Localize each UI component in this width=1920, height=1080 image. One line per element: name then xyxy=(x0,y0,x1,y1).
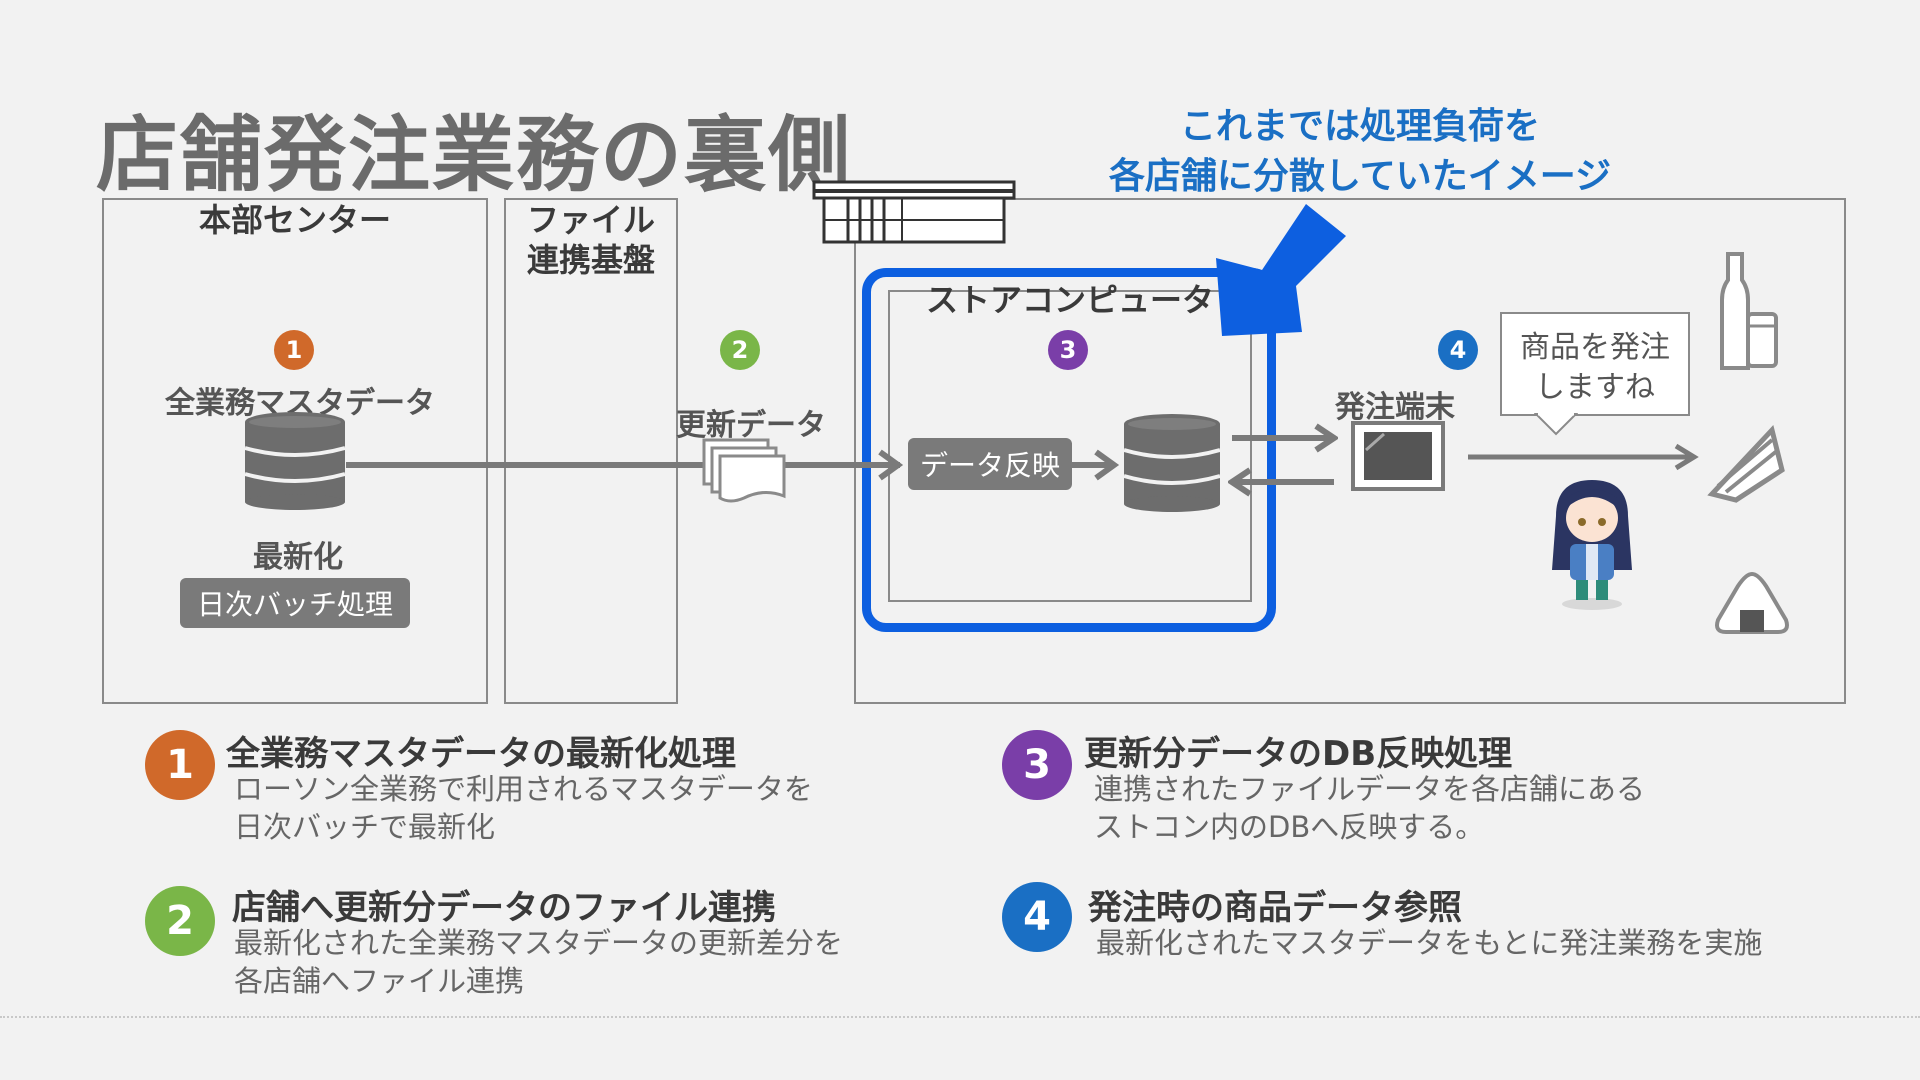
callout-line-2: 各店舗に分散していたイメージ xyxy=(1108,156,1612,197)
step-4-marker: 4 xyxy=(1438,330,1478,370)
step-3-marker: 3 xyxy=(1048,330,1088,370)
order-arrow xyxy=(1468,443,1699,471)
store-panel xyxy=(854,198,1846,704)
step-1-marker: 1 xyxy=(274,330,314,370)
step-2-description-line-2: 各店舗へファイル連携 xyxy=(234,964,525,998)
step-4-description: 最新化されたマスタデータをもとに発注業務を実施 xyxy=(1096,926,1763,960)
step-2-description-line-1: 最新化された全業務マスタデータの更新差分を xyxy=(234,926,844,960)
order-speech-bubble: 商品を発注 しますね xyxy=(1500,312,1690,416)
store-computer-title: ストアコンピュータ xyxy=(925,281,1214,319)
step-3-badge: 3 xyxy=(1002,730,1072,800)
hq-panel-title: 本部センター xyxy=(198,201,391,239)
clerk-avatar xyxy=(1552,480,1632,610)
step-2-title: 店舗へ更新分データのファイル連携 xyxy=(232,888,776,928)
step-3-description-line-1: 連携されたファイルデータを各店舗にある xyxy=(1094,772,1646,806)
step-4-badge: 4 xyxy=(1002,882,1072,952)
order-terminal-label: 発注端末 xyxy=(1335,390,1455,425)
speech-bubble-tail xyxy=(1534,412,1578,436)
callout-line-1: これまでは処理負荷を xyxy=(1179,106,1540,147)
db-terminal-arrows xyxy=(1228,423,1338,497)
page-title: 店舗発注業務の裏側 xyxy=(96,108,853,203)
rice-ball-icon xyxy=(1715,571,1789,634)
step-2-badge: 2 xyxy=(145,886,215,956)
update-label: 最新化 xyxy=(253,540,343,575)
step-1-description-line-2: 日次バッチで最新化 xyxy=(234,810,496,844)
flow-connector xyxy=(346,449,1120,481)
step-4-title: 発注時の商品データ参照 xyxy=(1088,888,1462,928)
store-computer-inner-box xyxy=(888,290,1252,602)
step-1-badge: 1 xyxy=(145,730,215,800)
footer-divider xyxy=(0,1016,1920,1018)
store-database-icon xyxy=(1123,414,1221,512)
step-3-title: 更新分データのDB反映処理 xyxy=(1084,734,1513,774)
store-computer-highlight xyxy=(862,268,1276,632)
update-data-label: 更新データ xyxy=(676,408,826,443)
hq-panel xyxy=(102,198,488,704)
daily-batch-label: 日次バッチ処理 xyxy=(180,578,410,628)
callout-arrow-icon xyxy=(1216,204,1346,336)
bottle-drink-icon xyxy=(1720,252,1778,370)
bubble-line-1: 商品を発注 xyxy=(1520,330,1670,365)
data-reflect-label: データ反映 xyxy=(908,438,1072,490)
step-1-title: 全業務マスタデータの最新化処理 xyxy=(226,734,736,774)
file-platform-title-line-2: 連携基盤 xyxy=(526,241,655,279)
master-database-icon xyxy=(244,412,346,510)
step-1-description-line-1: ローソン全業務で利用されるマスタデータを xyxy=(234,772,813,806)
sandwich-icon xyxy=(1707,424,1785,503)
store-building-icon xyxy=(812,180,1016,244)
files-icon xyxy=(702,438,786,503)
step-3-description-line-2: ストコン内のDBへ反映する。 xyxy=(1094,810,1485,844)
step-2-marker: 2 xyxy=(720,330,760,370)
callout-text: これまでは処理負荷を 各店舗に分散していたイメージ xyxy=(1060,102,1660,202)
bubble-line-2: しますね xyxy=(1535,370,1655,405)
file-platform-title-line-1: ファイル xyxy=(526,201,655,239)
order-terminal-icon xyxy=(1351,421,1445,491)
file-platform-title: ファイル 連携基盤 xyxy=(504,200,678,280)
file-platform-panel xyxy=(504,198,678,704)
